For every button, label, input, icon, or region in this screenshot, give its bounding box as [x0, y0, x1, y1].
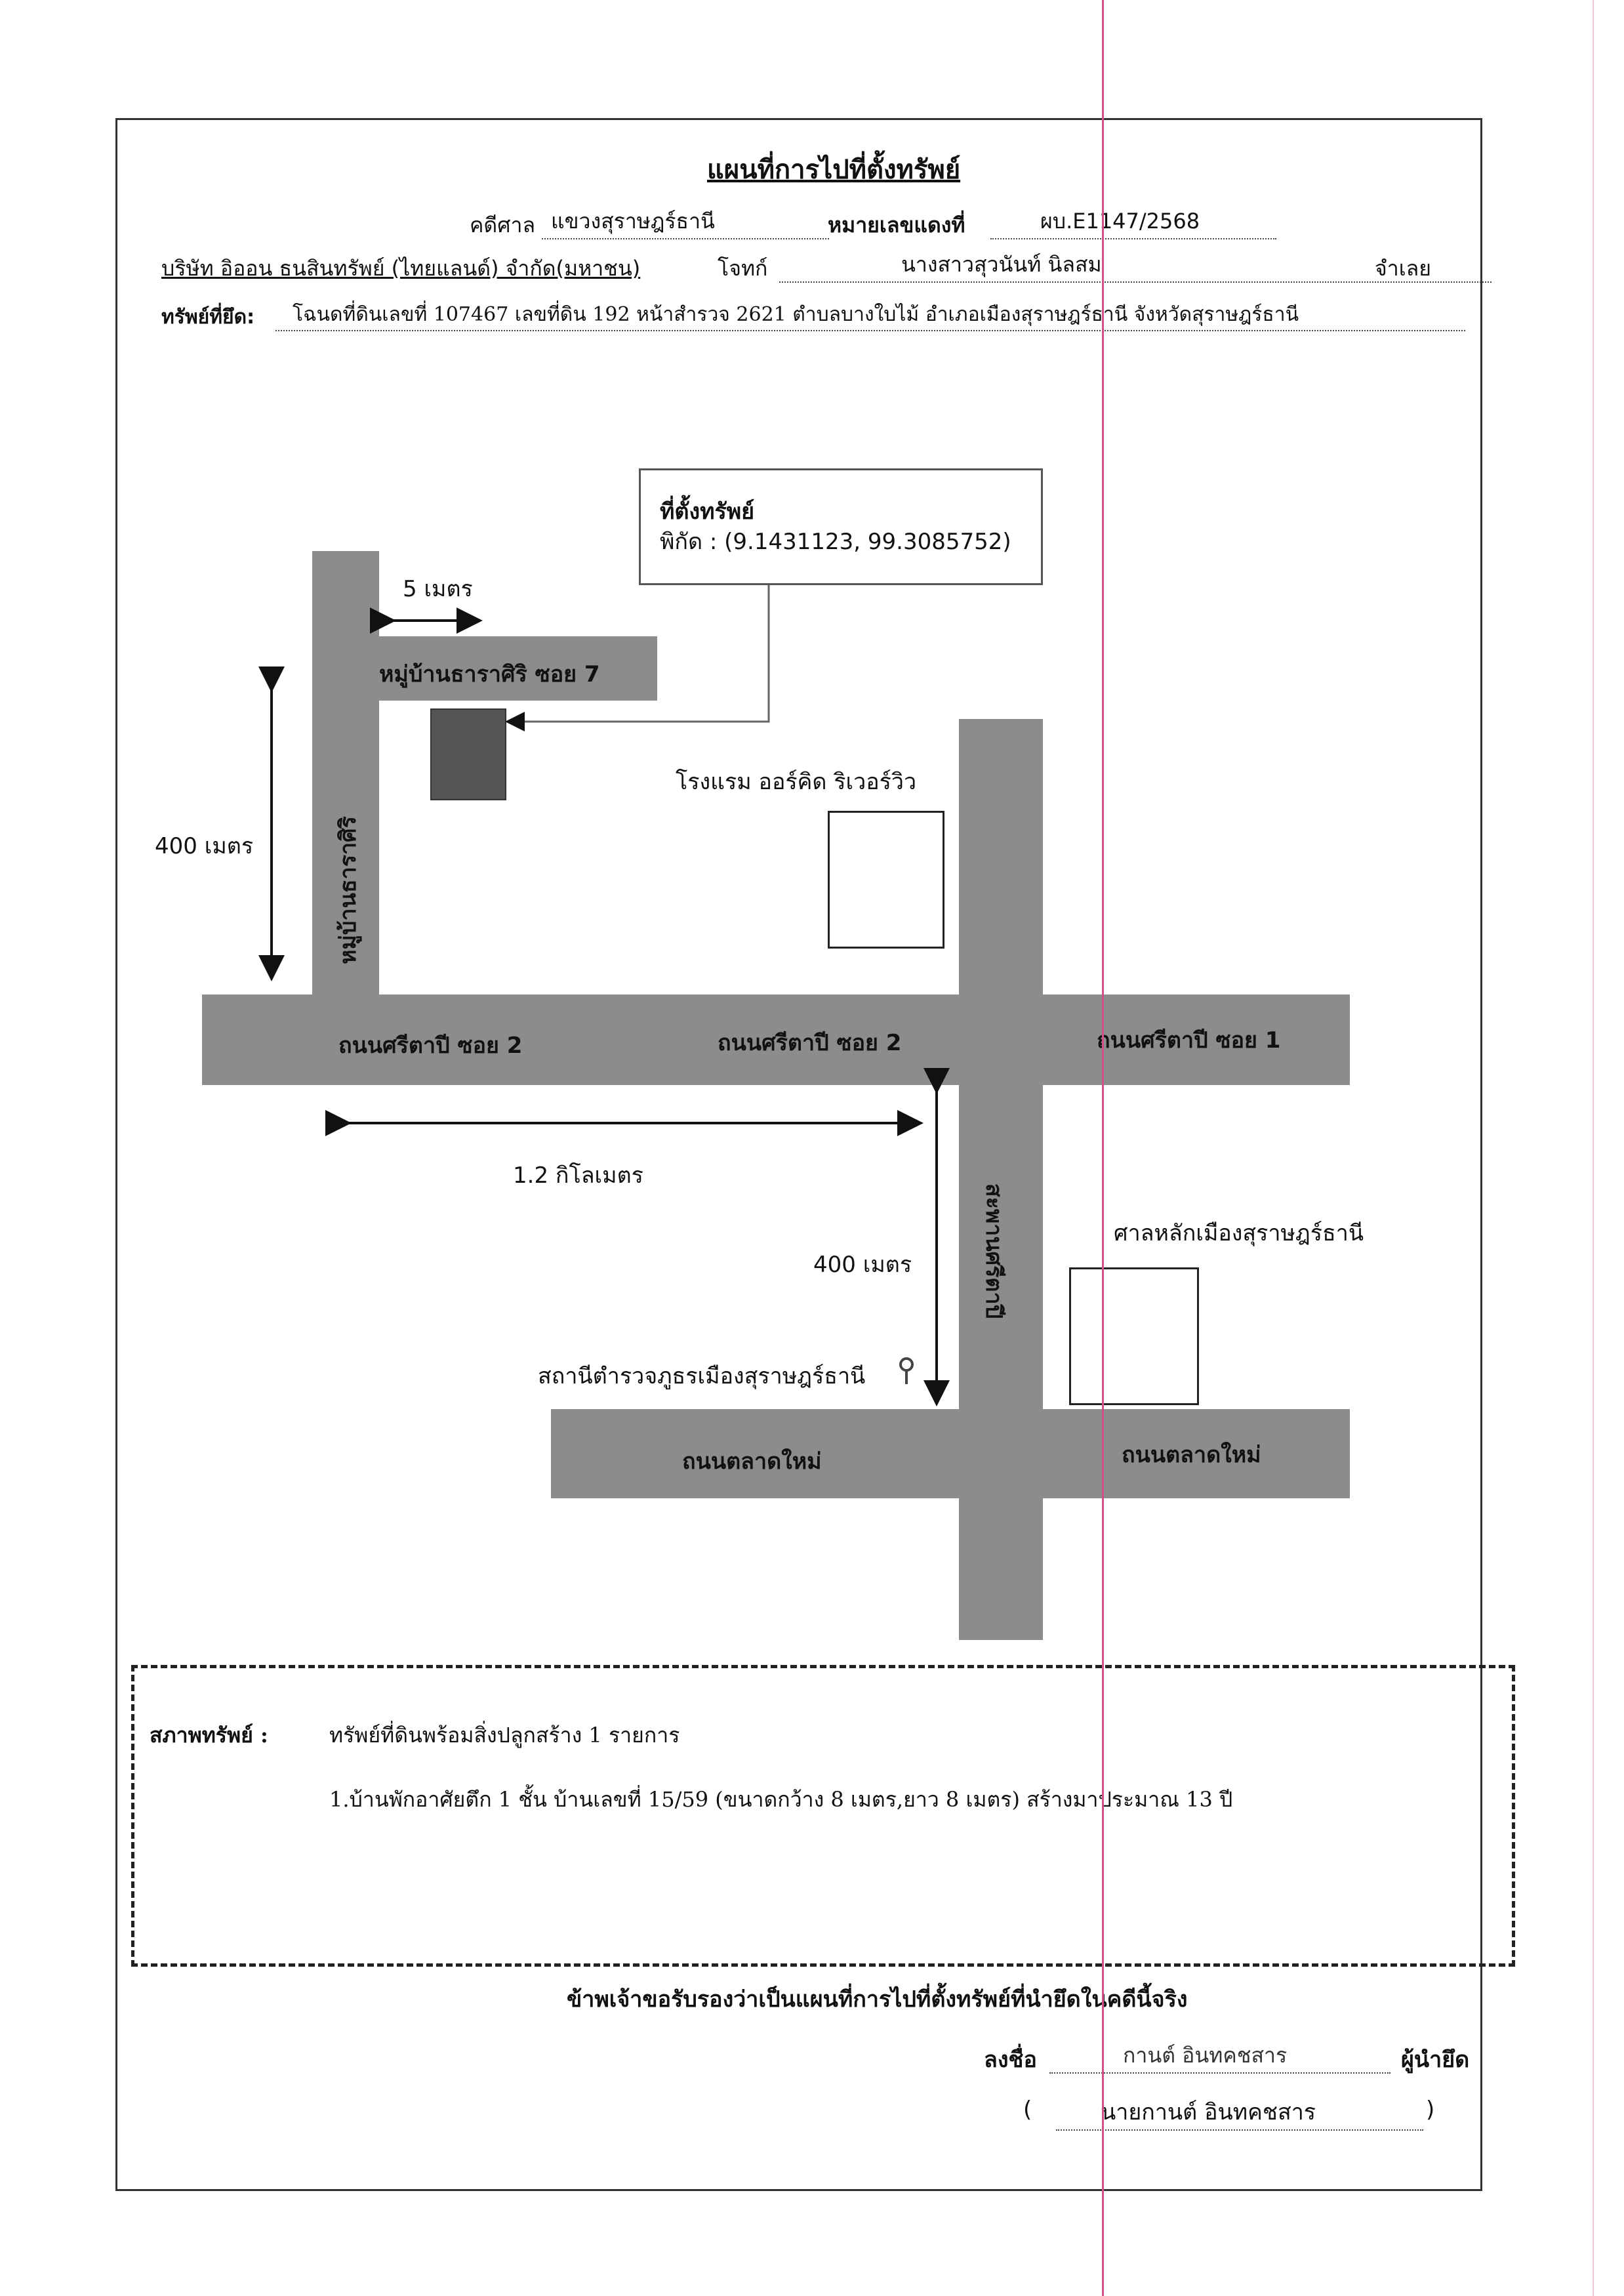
- property-value: โฉนดที่ดินเลขที่ 107467 เลขที่ดิน 192 หน…: [275, 299, 1465, 331]
- location-callout-title: ที่ตั้งทรัพย์: [660, 499, 755, 525]
- road-village-soi7: [379, 636, 657, 701]
- certification-statement: ข้าพเจ้าขอรับรองว่าเป็นแผนที่การไปที่ตั้…: [567, 1986, 1188, 2013]
- sign-role: ผู้นำยึด: [1401, 2047, 1470, 2073]
- city-pillar-building: [1069, 1267, 1199, 1405]
- road-talat-mai: [551, 1409, 1350, 1498]
- dimension-1-2km: 1.2 กิโลเมตร: [513, 1162, 643, 1189]
- label-city-pillar: ศาลหลักเมืองสุราษฎร์ธานี: [1114, 1220, 1364, 1246]
- label-sritapi-soi2-left: ถนนศรีตาปี ซอย 2: [338, 1033, 523, 1059]
- name-open-paren: (: [1023, 2097, 1032, 2123]
- dimension-400m-left: 400 เมตร: [155, 833, 254, 859]
- label-village-soi7: หมู่บ้านธาราศิริ ซอย 7: [379, 661, 600, 687]
- name-close-paren: ): [1426, 2097, 1435, 2123]
- printed-name: นายกานต์ อินทคชสาร: [1056, 2094, 1423, 2131]
- margin-line-right: [1593, 0, 1594, 2296]
- red-number-value: ผบ.E1147/2568: [990, 205, 1276, 239]
- condition-item-1: 1.บ้านพักอาศัยตึก 1 ชั้น บ้านเลขที่ 15/5…: [329, 1787, 1233, 1812]
- road-sritapi-soi2-horizontal: [202, 994, 1350, 1085]
- label-sritapi-soi2-mid: ถนนศรีตาปี ซอย 2: [718, 1030, 902, 1056]
- label-police-station: สถานีตำรวจภูธรเมืองสุราษฎร์ธานี: [538, 1363, 866, 1389]
- court-value: แขวงสุราษฎร์ธานี: [542, 205, 829, 239]
- property-marker: [430, 708, 506, 800]
- court-label: คดีศาล: [470, 213, 536, 237]
- document-frame: [115, 118, 1482, 2191]
- margin-line: [1102, 0, 1104, 2296]
- road-village-vertical: [312, 551, 379, 1004]
- label-hotel: โรงแรม ออร์คิด ริเวอร์วิว: [676, 769, 917, 795]
- condition-label: สภาพทรัพย์ :: [150, 1723, 268, 1748]
- signature: กานต์ อินทคชสาร: [1049, 2039, 1391, 2074]
- label-talat-mai-left: ถนนตลาดใหม่: [682, 1448, 822, 1475]
- property-label: ทรัพย์ที่ยึด:: [161, 306, 255, 329]
- dimension-400m-lower: 400 เมตร: [813, 1252, 912, 1278]
- location-callout-box: [639, 468, 1043, 585]
- label-sritapi-soi1: ถนนศรีตาปี ซอย 1: [1097, 1027, 1281, 1054]
- red-number-label: หมายเลขแดงที่: [828, 213, 965, 237]
- dimension-5m: 5 เมตร: [403, 576, 473, 602]
- condition-box: [131, 1665, 1515, 1967]
- hotel-building: [828, 811, 944, 949]
- location-pin-icon: [897, 1357, 916, 1385]
- location-callout-coords: พิกัด : (9.1431123, 99.3085752): [660, 529, 1011, 555]
- condition-summary: ทรัพย์ที่ดินพร้อมสิ่งปลูกสร้าง 1 รายการ: [329, 1723, 680, 1748]
- callout-leader-line: [505, 585, 770, 731]
- defendant-role: จำเลย: [1375, 256, 1432, 281]
- sign-label: ลงชื่อ: [984, 2047, 1037, 2073]
- defendant-name: นางสาวสุวนันท์ นิลสม: [779, 248, 1492, 283]
- document-title: แผนที่การไปที่ตั้งทรัพย์: [707, 154, 961, 185]
- plaintiff-role: โจทก์: [718, 256, 768, 281]
- plaintiff-name: บริษัท อิออน ธนสินทรัพย์ (ไทยแลนด์) จำกั…: [161, 256, 641, 281]
- label-talat-mai-right: ถนนตลาดใหม่: [1122, 1442, 1261, 1468]
